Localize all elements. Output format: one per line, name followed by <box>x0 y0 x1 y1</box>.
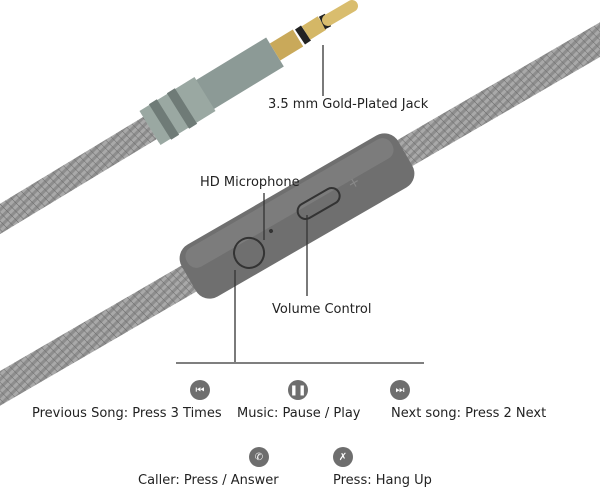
next-song-label: Next song: Press 2 Next <box>391 406 547 421</box>
volume-rocker <box>296 187 341 220</box>
volume-label: Volume Control <box>272 302 372 317</box>
inline-remote: + <box>179 133 415 299</box>
callout-lines <box>176 45 424 364</box>
next-icon: ⏭ <box>390 380 410 400</box>
hang-up-icon: ✗ <box>333 447 353 467</box>
upper-cable <box>0 116 157 235</box>
previous-icon: ⏮ <box>190 380 210 400</box>
previous-song-label: Previous Song: Press 3 Times <box>32 406 222 421</box>
pause-play-label: Music: Pause / Play <box>237 406 361 421</box>
microphone-label: HD Microphone <box>200 175 300 190</box>
multifunction-button <box>233 236 266 269</box>
microphone-hole <box>269 229 274 233</box>
phone-icon: ✆ <box>249 447 269 467</box>
answer-call-label: Caller: Press / Answer <box>138 473 279 488</box>
hang-up-label: Press: Hang Up <box>333 473 432 488</box>
jack-label: 3.5 mm Gold-Plated Jack <box>268 97 429 112</box>
audio-jack <box>139 0 358 146</box>
pause-icon: ❚❚ <box>288 380 308 400</box>
